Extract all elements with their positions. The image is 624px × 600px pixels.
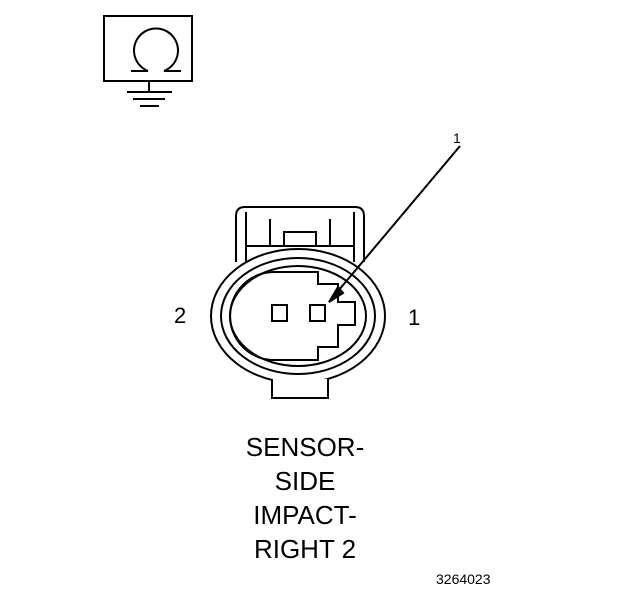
connector-outer-shell — [210, 248, 386, 384]
callout-arrow-icon — [328, 145, 461, 303]
connector-bottom-tab — [271, 379, 329, 399]
figure-id: 3264023 — [436, 571, 491, 587]
pin-2-label: 2 — [174, 303, 187, 328]
ground-resistance-symbol-icon — [103, 15, 193, 107]
caption-line: SIDE — [274, 466, 336, 496]
pin-2-cavity — [271, 304, 288, 322]
caption-line: RIGHT 2 — [253, 534, 357, 564]
connector-latch — [235, 206, 365, 262]
caption-line: SENSOR- — [245, 432, 365, 462]
connector-face — [210, 206, 386, 399]
pin-1-cavity — [309, 304, 326, 322]
connector-insert — [229, 271, 356, 361]
connector-caption: SENSOR- SIDE IMPACT- RIGHT 2 — [200, 430, 410, 566]
pin-1-label: 1 — [408, 305, 421, 330]
callout-label: 1 — [453, 130, 461, 146]
caption-line: IMPACT- — [253, 500, 357, 530]
